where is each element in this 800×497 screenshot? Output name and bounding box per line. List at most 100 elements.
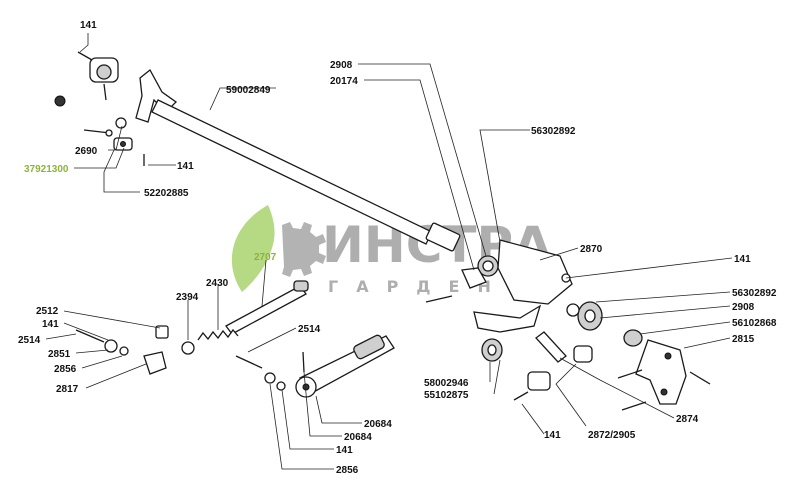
- label-2851: 2851: [48, 349, 71, 360]
- clamp-hole: [120, 141, 126, 147]
- label-37921300: 37921300: [24, 164, 69, 175]
- leader-2512: [63, 310, 161, 329]
- leader-2690: [108, 125, 123, 151]
- housing-boss: [96, 64, 112, 80]
- label-20684a: 20684: [364, 419, 392, 430]
- finger-20174: [461, 267, 487, 289]
- label-2908a: 2908: [330, 60, 353, 71]
- leader-2856b: [269, 383, 334, 470]
- washer-141-e: [276, 381, 286, 391]
- label-141e: 141: [336, 445, 353, 456]
- nut-2851: [104, 339, 118, 353]
- leader-141a: [79, 33, 89, 53]
- washer-small: [105, 129, 113, 137]
- washer-2856-b: [264, 372, 276, 384]
- leader-2514b: [247, 327, 297, 353]
- nut: [54, 95, 66, 107]
- spring-rod: [181, 280, 309, 355]
- leader-2707: [261, 259, 267, 307]
- pin-20684: [302, 351, 305, 373]
- bushing-58002946-inner: [487, 344, 497, 356]
- pin-2514-b: [235, 355, 263, 369]
- leader-52202885: [103, 149, 140, 193]
- label-20684b: 20684: [344, 432, 372, 443]
- shaft-end: [425, 222, 461, 252]
- housing-bolt-a: [77, 51, 93, 61]
- label-141b: 141: [177, 161, 194, 172]
- block-2512: [155, 325, 169, 339]
- watermark-gear-icon: [282, 222, 326, 277]
- label-59002849: 59002849: [226, 85, 271, 96]
- shaft-tube: [151, 99, 433, 245]
- spring-2430: [197, 328, 239, 341]
- watermark-leaf-icon: [231, 205, 275, 292]
- label-58002946: 58002946: [424, 378, 469, 389]
- label-55102875: 55102875: [424, 390, 469, 401]
- leader-141f: [521, 403, 545, 435]
- leader-20684b: [303, 371, 342, 437]
- leader-55102875: [493, 359, 501, 395]
- bracket-hole-b: [660, 388, 668, 396]
- screw-141-f: [513, 391, 529, 401]
- bolt-bracket-b: [621, 401, 647, 411]
- leader-2872_2905: [555, 363, 587, 427]
- leader-2514a: [45, 333, 77, 340]
- bushing-2908-b-inner: [584, 309, 596, 323]
- washer-right: [566, 303, 580, 317]
- bracket-body: [635, 339, 687, 405]
- main-shaft: [135, 69, 461, 252]
- label-2817: 2817: [56, 384, 79, 395]
- leader-141c: [565, 257, 733, 279]
- lever-56302892: [497, 239, 573, 305]
- leader-37921300: [74, 147, 125, 169]
- top-left-parts: [54, 51, 145, 166]
- leader-20174: [364, 79, 475, 271]
- leader-2851: [75, 349, 109, 354]
- label-141a: 141: [80, 20, 97, 31]
- bolt-141-right: [425, 295, 453, 303]
- rod-2707: [225, 285, 307, 335]
- label-2430: 2430: [206, 278, 229, 289]
- bottom-small-parts: [481, 331, 593, 401]
- leader-2815: [683, 337, 731, 349]
- label-56102868: 56102868: [732, 318, 777, 329]
- label-2874: 2874: [676, 414, 699, 425]
- screw-2514-a: [75, 329, 105, 343]
- leader-2908a: [358, 63, 487, 257]
- leader-56102868: [639, 321, 731, 335]
- pin-bracket: [689, 371, 711, 385]
- leader-2856a: [81, 355, 123, 369]
- bracket-2815: [617, 329, 711, 411]
- lower-lever: [235, 334, 395, 398]
- right-assembly: [425, 239, 603, 333]
- bushing-56102868: [623, 329, 643, 347]
- part-labels: 141 59002849 2690 37921300 141 52202885 …: [18, 20, 777, 476]
- shift-finger: [473, 304, 542, 333]
- spacer-2394: [181, 341, 195, 355]
- label-56302892b: 56302892: [732, 288, 777, 299]
- left-small-parts: [75, 325, 169, 375]
- label-52202885: 52202885: [144, 188, 189, 199]
- label-2690: 2690: [75, 146, 98, 157]
- bolt-bracket-a: [617, 369, 643, 379]
- leader-59002849: [209, 87, 276, 111]
- bushing-2908-a-inner: [482, 260, 494, 272]
- label-141f: 141: [544, 430, 561, 441]
- clamp-2905: [573, 345, 593, 363]
- label-141c: 141: [734, 254, 751, 265]
- leader-lines: [45, 33, 733, 470]
- leader-2874: [559, 357, 675, 419]
- leader-56302892b: [595, 291, 731, 303]
- washer: [115, 117, 127, 129]
- leader-141e: [281, 389, 334, 450]
- lever-grip: [353, 334, 385, 360]
- clamp-141f: [527, 371, 551, 391]
- pin-2872: [535, 331, 567, 363]
- label-2707: 2707: [254, 252, 277, 263]
- rod-end: [293, 280, 309, 292]
- housing-bolt-b: [103, 83, 107, 101]
- label-2908b: 2908: [732, 302, 755, 313]
- label-2872-2905: 2872/2905: [588, 430, 636, 441]
